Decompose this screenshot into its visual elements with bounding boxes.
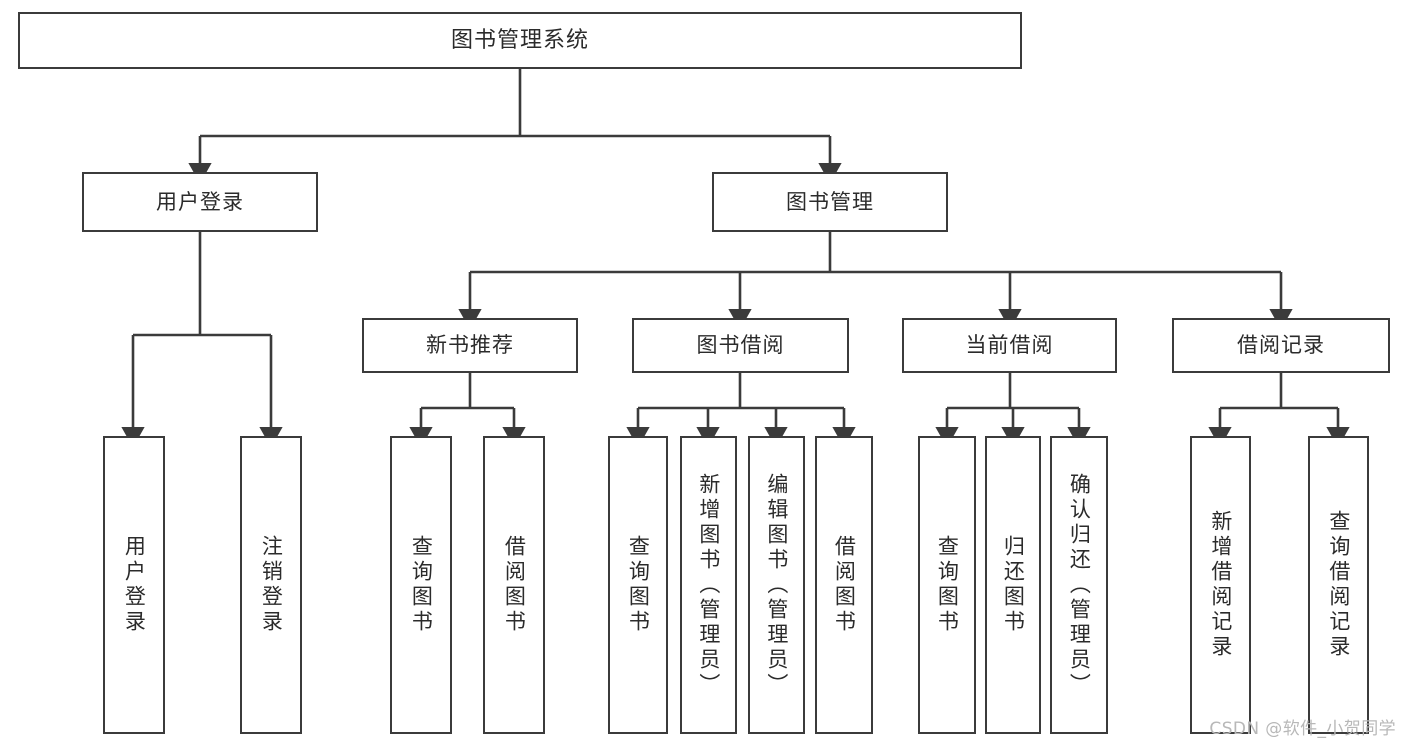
- node-leaf-return-book[interactable]: 归还图书: [985, 436, 1041, 734]
- node-leaf-query-book-2[interactable]: 查询图书: [608, 436, 668, 734]
- watermark-text: CSDN @软件_小贺同学: [1209, 719, 1396, 739]
- node-new-book-recommend-label: 新书推荐: [426, 333, 514, 358]
- node-user-login-label: 用户登录: [156, 189, 244, 214]
- node-leaf-confirm-return-label: 确认归还（管理员）: [1067, 472, 1092, 698]
- node-book-borrow[interactable]: 图书借阅: [632, 318, 849, 373]
- node-leaf-return-book-label: 归还图书: [1001, 535, 1026, 635]
- node-leaf-query-book-3[interactable]: 查询图书: [918, 436, 976, 734]
- node-leaf-add-record[interactable]: 新增借阅记录: [1190, 436, 1251, 734]
- node-book-manage[interactable]: 图书管理: [712, 172, 948, 232]
- node-leaf-borrow-book-1-label: 借阅图书: [502, 535, 527, 635]
- node-leaf-user-login-label: 用户登录: [122, 535, 147, 635]
- node-root-label: 图书管理系统: [450, 27, 589, 53]
- node-leaf-query-record[interactable]: 查询借阅记录: [1308, 436, 1369, 734]
- node-borrow-record[interactable]: 借阅记录: [1172, 318, 1390, 373]
- node-leaf-add-record-label: 新增借阅记录: [1208, 510, 1233, 660]
- node-leaf-query-book-2-label: 查询图书: [626, 535, 651, 635]
- node-user-login[interactable]: 用户登录: [82, 172, 318, 232]
- node-leaf-add-book-label: 新增图书（管理员）: [696, 472, 721, 698]
- node-book-borrow-label: 图书借阅: [696, 333, 785, 358]
- node-leaf-logout-label: 注销登录: [259, 535, 284, 635]
- node-current-borrow[interactable]: 当前借阅: [902, 318, 1117, 373]
- node-leaf-query-book-1[interactable]: 查询图书: [390, 436, 452, 734]
- node-leaf-query-record-label: 查询借阅记录: [1326, 510, 1351, 660]
- node-leaf-add-book[interactable]: 新增图书（管理员）: [680, 436, 737, 734]
- node-leaf-borrow-book-2[interactable]: 借阅图书: [815, 436, 873, 734]
- node-leaf-borrow-book-1[interactable]: 借阅图书: [483, 436, 545, 734]
- node-new-book-recommend[interactable]: 新书推荐: [362, 318, 578, 373]
- node-borrow-record-label: 借阅记录: [1237, 333, 1325, 358]
- node-leaf-edit-book-label: 编辑图书（管理员）: [764, 472, 789, 698]
- node-root[interactable]: 图书管理系统: [18, 12, 1022, 69]
- node-book-manage-label: 图书管理: [786, 189, 874, 214]
- node-leaf-query-book-3-label: 查询图书: [935, 535, 960, 635]
- node-leaf-edit-book[interactable]: 编辑图书（管理员）: [748, 436, 805, 734]
- node-current-borrow-label: 当前借阅: [965, 333, 1054, 358]
- node-leaf-logout[interactable]: 注销登录: [240, 436, 302, 734]
- node-leaf-user-login[interactable]: 用户登录: [103, 436, 165, 734]
- node-leaf-confirm-return[interactable]: 确认归还（管理员）: [1050, 436, 1108, 734]
- node-leaf-query-book-1-label: 查询图书: [409, 535, 434, 635]
- node-leaf-borrow-book-2-label: 借阅图书: [832, 535, 857, 635]
